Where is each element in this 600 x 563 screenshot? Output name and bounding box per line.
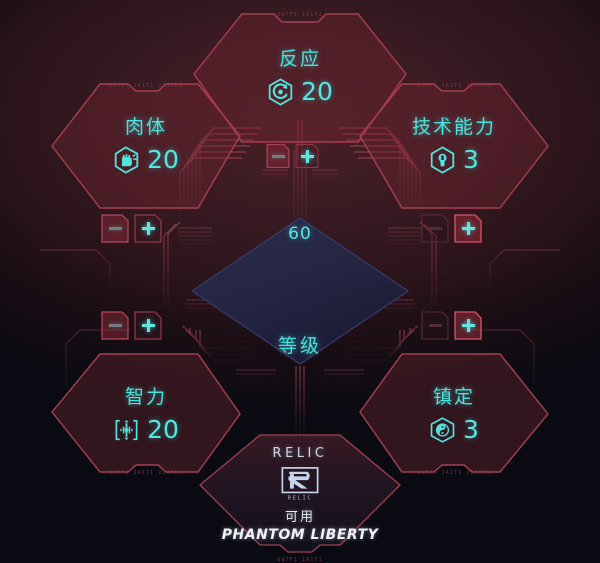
technical-ability-value: 3 <box>463 145 479 174</box>
intelligence-micro-text: 6W7F1 1A1T1 2I1TRG <box>109 470 183 476</box>
fist-icon <box>114 145 139 174</box>
attribute-panel-technical-ability[interactable]: 6X7F1 1A1T1 2I1TRG 技术能力 3 <box>356 80 552 212</box>
relic-dlc-name: PHANTOM LIBERTY <box>221 527 379 543</box>
level-stepper <box>265 143 320 169</box>
yin-yang-icon <box>430 416 455 443</box>
plus-icon <box>141 319 155 332</box>
technical-ability-minus-button[interactable] <box>420 213 450 244</box>
body-micro-text: 6W7F1 1A1T1 2I1TRG <box>109 83 183 89</box>
body-value: 20 <box>147 145 179 174</box>
intelligence-stepper <box>100 310 163 341</box>
technical-ability-micro-text: 6X7F1 1A1T1 2I1TRG <box>417 83 491 89</box>
intelligence-label: 智力 <box>124 385 167 408</box>
plus-icon <box>300 149 314 163</box>
relic-panel[interactable]: RELIC RELIC 可用 PHANTOM LIBERTY 6W7F1 1A1… <box>198 433 402 563</box>
cool-plus-button[interactable] <box>453 310 483 341</box>
technical-ability-plus-button[interactable] <box>453 213 483 244</box>
relic-title: RELIC <box>272 446 328 461</box>
neural-waveform-icon <box>115 419 138 440</box>
reflexes-value: 20 <box>301 77 333 106</box>
cool-minus-button[interactable] <box>420 310 450 341</box>
minus-icon <box>428 324 442 327</box>
reflex-swirl-icon <box>268 77 293 106</box>
intelligence-plus-button[interactable] <box>133 310 163 341</box>
level-diamond: 60 等级 <box>190 216 410 366</box>
cool-value: 3 <box>463 415 479 444</box>
relic-micro-text: 6W7F1 1A1T1 <box>277 557 323 563</box>
wrench-hex-icon <box>430 145 455 174</box>
svg-text:RELIC: RELIC <box>288 495 313 501</box>
attribute-panel-cool[interactable]: 6W7F1 1A1T1 2I1TRG 镇定 3 <box>356 352 552 480</box>
cool-micro-text: 6W7F1 1A1T1 2I1TRG <box>417 470 491 476</box>
cool-label: 镇定 <box>432 385 475 408</box>
attribute-panel-body[interactable]: 6W7F1 1A1T1 2I1TRG 肉体 20 <box>48 80 244 212</box>
plus-icon <box>141 222 155 235</box>
technical-ability-label: 技术能力 <box>411 115 496 138</box>
level-label: 等级 <box>277 335 322 357</box>
plus-icon <box>461 319 475 332</box>
intelligence-minus-button[interactable] <box>100 310 130 341</box>
attribute-panel-intelligence[interactable]: 6W7F1 1A1T1 2I1TRG 智力 20 <box>48 352 244 480</box>
reflexes-micro-text: 6W7F1 1A1T1 <box>277 12 323 18</box>
level-minus-button[interactable] <box>265 143 291 169</box>
attribute-panel-reflexes[interactable]: 6W7F1 1A1T1 反应 20 <box>188 8 412 148</box>
body-stepper <box>100 213 163 244</box>
level-plus-button[interactable] <box>294 143 320 169</box>
relic-status: 可用 <box>284 510 315 525</box>
body-minus-button[interactable] <box>100 213 130 244</box>
body-plus-button[interactable] <box>133 213 163 244</box>
body-label: 肉体 <box>124 115 167 138</box>
reflexes-label: 反应 <box>278 47 321 70</box>
level-value: 60 <box>288 224 312 244</box>
technical-ability-stepper <box>420 213 483 244</box>
plus-icon <box>461 222 475 235</box>
intelligence-value: 20 <box>147 415 179 444</box>
relic-r-logo-icon: RELIC <box>281 467 319 501</box>
cool-stepper <box>420 310 483 341</box>
